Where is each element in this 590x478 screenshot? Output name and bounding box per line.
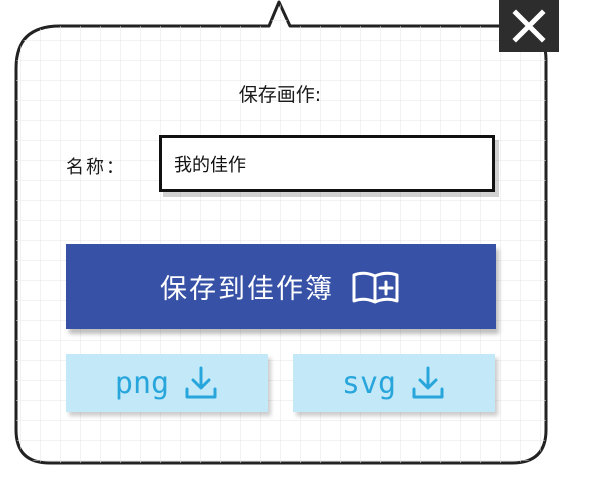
download-icon xyxy=(185,366,217,399)
save-to-collection-button[interactable]: 保存到佳作簿 xyxy=(66,244,496,329)
save-button-label: 保存到佳作簿 xyxy=(160,274,334,305)
png-label: png xyxy=(114,365,170,401)
close-icon xyxy=(512,9,546,43)
name-input[interactable] xyxy=(159,135,495,192)
name-label: 名称： xyxy=(66,157,126,178)
book-add-icon xyxy=(352,271,399,303)
export-png-button[interactable]: png xyxy=(66,354,268,412)
close-button[interactable] xyxy=(499,0,559,52)
dialog-title: 保存画作: xyxy=(238,84,322,106)
svg-label: svg xyxy=(341,365,397,401)
download-icon xyxy=(412,366,444,399)
export-svg-button[interactable]: svg xyxy=(293,354,495,412)
